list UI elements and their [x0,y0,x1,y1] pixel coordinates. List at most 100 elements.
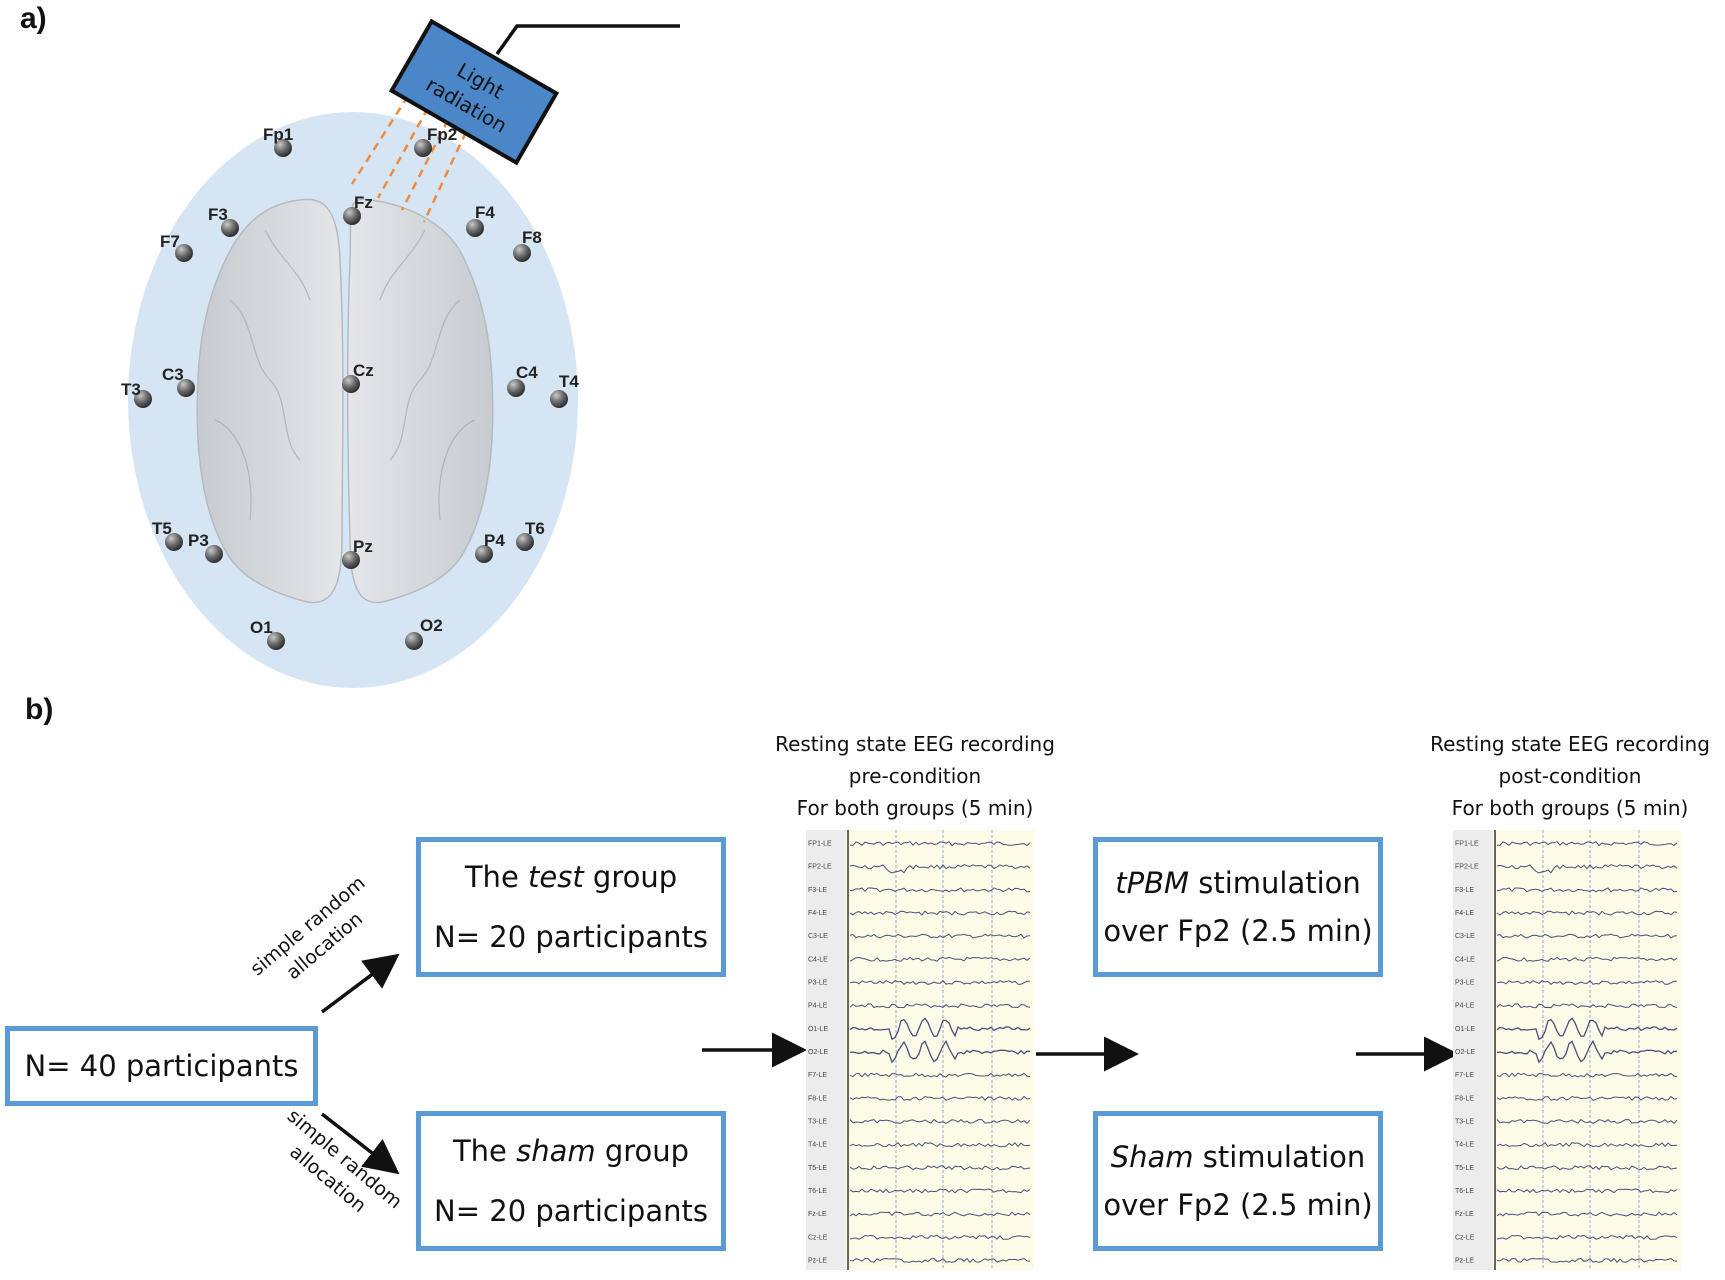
eeg-channel-trace [849,1095,1031,1101]
eeg-channel-trace [849,1141,1031,1148]
eeg-channel-label: T3-LE [808,1118,827,1125]
electrode-cz: Cz [342,361,374,393]
electrode-f4: F4 [466,203,495,237]
eeg-channel-trace [1496,1017,1678,1041]
eeg-channel-trace [1496,1211,1678,1217]
eeg-channel-trace [1496,1141,1678,1148]
sham-group-title: The sham group [452,1134,690,1168]
electrode-o1: O1 [250,618,285,650]
eeg-channel-label: Fz-LE [808,1211,827,1218]
eeg-trace-pre: FP1-LEFP2-LEF3-LEF4-LEC3-LEC4-LEP3-LEP4-… [806,830,1034,1270]
eeg-channel-label: F8-LE [1455,1095,1474,1102]
electrode-label: T4 [559,372,579,391]
electrode-fp1: Fp1 [263,125,293,157]
eeg-channel-label: T6-LE [1455,1188,1474,1195]
electrode-ball [550,390,568,408]
electrode-label: T5 [152,519,172,538]
eeg-channel-trace [849,1211,1031,1217]
eeg-channel-trace [1496,979,1677,986]
eeg-channel-label: Fz-LE [1455,1211,1474,1218]
eeg-channel-trace [849,1188,1031,1194]
electrode-ball [507,379,525,397]
eeg-trace-post: FP1-LEFP2-LEF3-LEF4-LEC3-LEC4-LEP3-LEP4-… [1453,830,1681,1270]
allocation-label-lower: simple random allocation [265,1103,408,1234]
electrode-ball [475,545,493,563]
eeg-pre-title-line3: For both groups (5 min) [796,796,1034,820]
electrode-f8: F8 [513,228,542,262]
eeg-channel-label: F7-LE [808,1072,827,1079]
sham-group-box: The sham group N= 20 participants [416,1111,726,1251]
eeg-channel-label: Pz-LE [1455,1257,1474,1264]
eeg-channel-label: Cz-LE [1455,1234,1475,1241]
eeg-label-column [806,830,846,1270]
eeg-channel-label: T5-LE [808,1165,827,1172]
eeg-channel-trace [849,1165,1031,1171]
eeg-channel-label: O1-LE [808,1026,829,1033]
test-group-n: N= 20 participants [434,920,708,954]
eeg-channel-trace [849,1039,1031,1064]
eeg-channel-label: F4-LE [808,910,827,917]
eeg-post-title-line3: For both groups (5 min) [1451,796,1689,820]
eeg-channel-label: O2-LE [808,1049,829,1056]
eeg-channel-trace [1496,887,1678,893]
electrode-ball [414,139,432,157]
electrode-c4: C4 [507,363,538,397]
panel-b-label: b) [25,693,54,726]
test-group-box: The test group N= 20 participants [416,837,726,977]
eeg-channel-trace [849,1003,1031,1009]
eeg-channel-trace [1496,1234,1678,1240]
eeg-channel-trace [849,979,1030,986]
electrode-ball [342,551,360,569]
eeg-channel-label: T4-LE [1455,1142,1474,1149]
electrode-o2: O2 [405,616,443,650]
electrode-label: Pz [353,537,373,556]
eeg-channel-label: O1-LE [1455,1026,1476,1033]
eeg-pre-title-line2: pre-condition [848,764,982,788]
electrode-t4: T4 [550,372,579,408]
electrode-label: C3 [162,365,184,384]
eeg-channel-label: FP1-LE [808,841,832,848]
sham-group-n: N= 20 participants [434,1194,708,1228]
eeg-pre-title-line1: Resting state EEG recording [775,732,1055,756]
eeg-channel-trace [1496,1003,1678,1009]
electrode-label: Fp2 [427,125,457,144]
electrode-fp2: Fp2 [414,125,457,157]
sham-stimulation-title: Sham stimulation [1110,1140,1366,1174]
eeg-channel-label: C3-LE [1455,933,1475,940]
eeg-post-title-line2: post-condition [1498,764,1642,788]
electrode-ball [516,533,534,551]
electrode-fz: Fz [343,193,373,225]
eeg-channel-trace [849,887,1031,893]
total-participants-text: N= 40 participants [24,1049,299,1083]
eeg-channel-label: P3-LE [1455,980,1475,987]
eeg-channel-trace [849,910,1031,916]
eeg-channel-label: FP2-LE [808,864,832,871]
eeg-channel-trace [849,933,1031,939]
eeg-channel-trace [849,1257,1031,1264]
eeg-channel-trace [1496,1118,1678,1124]
allocation-label-upper: simple random allocation [245,870,388,1001]
eeg-channel-label: Cz-LE [808,1234,828,1241]
electrode-ball [405,632,423,650]
right-hemisphere [346,198,494,604]
electrode-pz: Pz [342,537,373,569]
eeg-channel-trace [849,1017,1031,1041]
eeg-channel-label: P3-LE [808,980,828,987]
eeg-channel-label: T3-LE [1455,1118,1474,1125]
electrode-label: F8 [522,228,542,247]
electrode-label: F4 [475,203,495,222]
electrode-label: T6 [525,519,545,538]
eeg-channel-trace [849,1234,1031,1240]
electrode-label: Fz [354,193,373,212]
eeg-channel-trace [849,1118,1031,1124]
total-participants-box: N= 40 participants [5,1026,318,1106]
eeg-channel-label: T6-LE [808,1188,827,1195]
electrode-f3: F3 [208,205,239,237]
eeg-channel-label: F7-LE [1455,1072,1474,1079]
eeg-channel-label: O2-LE [1455,1049,1476,1056]
light-beams [350,95,468,223]
electrode-label: O2 [420,616,443,635]
electrode-ball [177,379,195,397]
eeg-channel-trace [1496,1257,1678,1264]
